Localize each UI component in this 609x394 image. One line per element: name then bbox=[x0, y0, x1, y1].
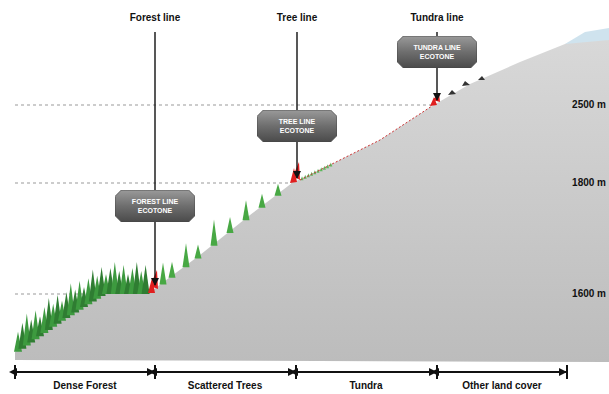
boundary-label: Tree line bbox=[277, 12, 318, 24]
elevation-label: 1800 m bbox=[572, 177, 606, 189]
zone-bar bbox=[15, 365, 567, 379]
ecotone-badge: TUNDRA LINE ECOTONE bbox=[397, 36, 477, 68]
ecotone-badge: TREE LINE ECOTONE bbox=[257, 110, 337, 142]
badge-text: TREE LINE ECOTONE bbox=[266, 117, 328, 135]
boundary-label: Forest line bbox=[130, 12, 181, 24]
elevation-label: 1600 m bbox=[572, 288, 606, 300]
ice-cap bbox=[565, 28, 609, 44]
badge-shape bbox=[397, 36, 477, 68]
trees bbox=[14, 163, 332, 352]
badge-shape bbox=[257, 110, 337, 142]
zone-label: Tundra bbox=[349, 380, 382, 392]
badge-text: TUNDRA LINE ECOTONE bbox=[406, 43, 468, 61]
badge-shape bbox=[115, 190, 195, 222]
boundary-label: Tundra line bbox=[410, 12, 463, 24]
mountain-slope bbox=[15, 30, 609, 362]
zone-label: Dense Forest bbox=[53, 380, 116, 392]
zone-label: Other land cover bbox=[462, 380, 541, 392]
zone-label: Scattered Trees bbox=[188, 380, 263, 392]
elevation-label: 2500 m bbox=[572, 99, 606, 111]
pointer-arrows bbox=[155, 32, 437, 285]
badge-text: FOREST LINE ECOTONE bbox=[124, 197, 186, 215]
rocks bbox=[448, 76, 485, 95]
ecotone-badge: FOREST LINE ECOTONE bbox=[115, 190, 195, 222]
